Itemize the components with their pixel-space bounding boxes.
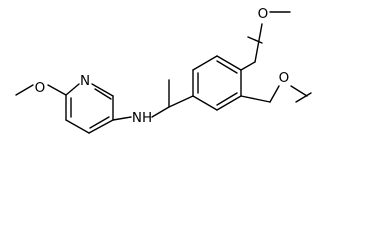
amine-linker [112,79,194,121]
bond-b5-o4 [240,95,271,103]
bond-b5-b6-double [216,92,238,106]
bond-c5-nh [112,116,132,121]
pyridine-ring [65,83,114,134]
bond-b5-b6 [216,95,242,111]
bond-c4-c5-double [89,116,110,129]
pyridine-methoxy-group [15,84,67,96]
molecule-structure-diagram: N NH O O O [15,6,312,134]
bond-b4-o3 [240,61,256,71]
atom-label-methoxy-oxygen-3: O [258,6,269,22]
bond-o3-ring-link [254,23,263,63]
bond-o-ch3 [15,84,34,96]
bond-b2-b3 [192,55,218,71]
benzene-ring [192,55,242,111]
bond-c3-c4 [65,119,90,134]
atom-label-amine-nh: NH [132,110,152,126]
bond-o3-ch3 [247,36,263,44]
bond-nh-ch [151,106,170,118]
bond-n1-c6-double [94,88,112,100]
bond-n1-c6 [91,83,114,97]
bond-o4-methyl [290,85,308,97]
bond-o4-ring-link [269,85,280,103]
atom-label-methoxy-oxygen-pyridine: O [35,80,46,96]
bond-ch-ring [168,95,194,108]
benzene-methoxy-groups [240,36,312,103]
atom-label-methoxy-oxygen-4: O [279,70,290,86]
atom-label-pyridine-nitrogen: N [80,73,90,89]
bond-c2-o [47,84,67,96]
bond-c4-c5 [88,119,114,134]
bond-b3-b4 [216,55,242,71]
bond-b6-b1 [192,95,218,111]
bond-n1-c2 [65,83,80,96]
bond-b3-b4-double [216,60,238,74]
bond-o4-ch3 [295,92,312,103]
